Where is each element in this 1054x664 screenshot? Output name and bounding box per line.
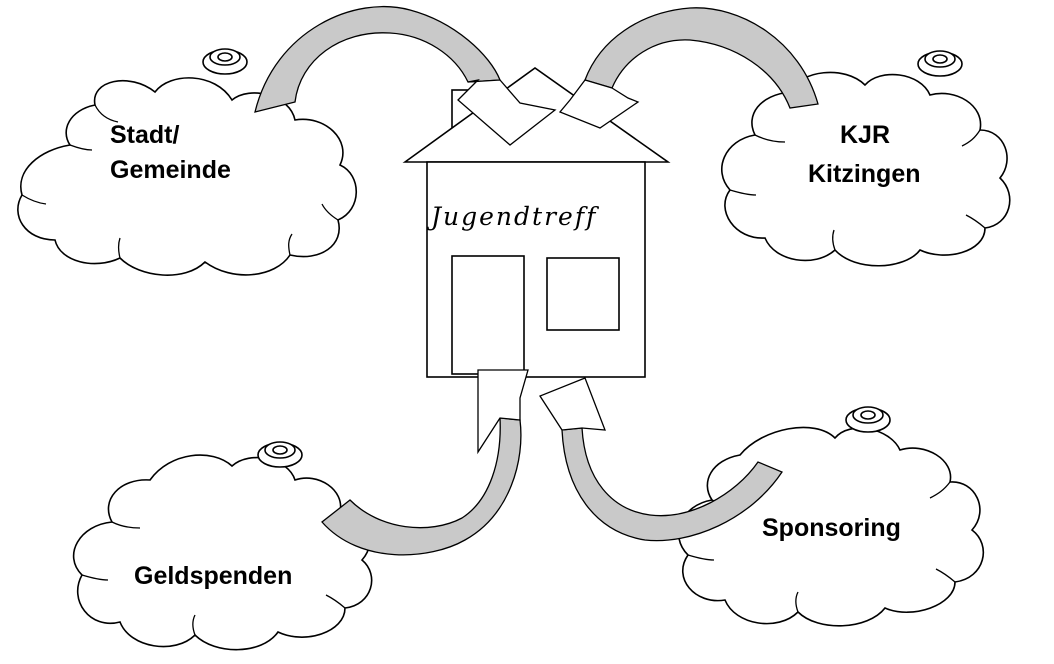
label-sponsor: Sponsoring [762, 514, 901, 542]
cloud-kjr [720, 50, 1011, 267]
label-geld: Geldspenden [134, 562, 292, 590]
house-label: Jugendtreff [426, 202, 599, 231]
label-kjr-line2: Kitzingen [808, 160, 921, 188]
arrow-sponsor-to-house [539, 377, 783, 542]
door [451, 255, 525, 375]
cloud-geld [72, 441, 373, 651]
arrow-stadt-to-house [254, 6, 557, 146]
pin-icon [202, 48, 248, 75]
pin-icon [845, 406, 891, 433]
pin-icon [917, 50, 963, 77]
label-stadt-line1: Stadt/ [110, 121, 180, 149]
cloud-stadt [17, 48, 358, 276]
label-stadt-line2: Gemeinde [110, 156, 231, 184]
window [546, 257, 620, 331]
label-kjr-line1: KJR [840, 121, 890, 149]
arrow-geld-to-house [321, 369, 529, 556]
pin-icon [257, 441, 303, 468]
arrow-kjr-to-house [558, 7, 819, 129]
